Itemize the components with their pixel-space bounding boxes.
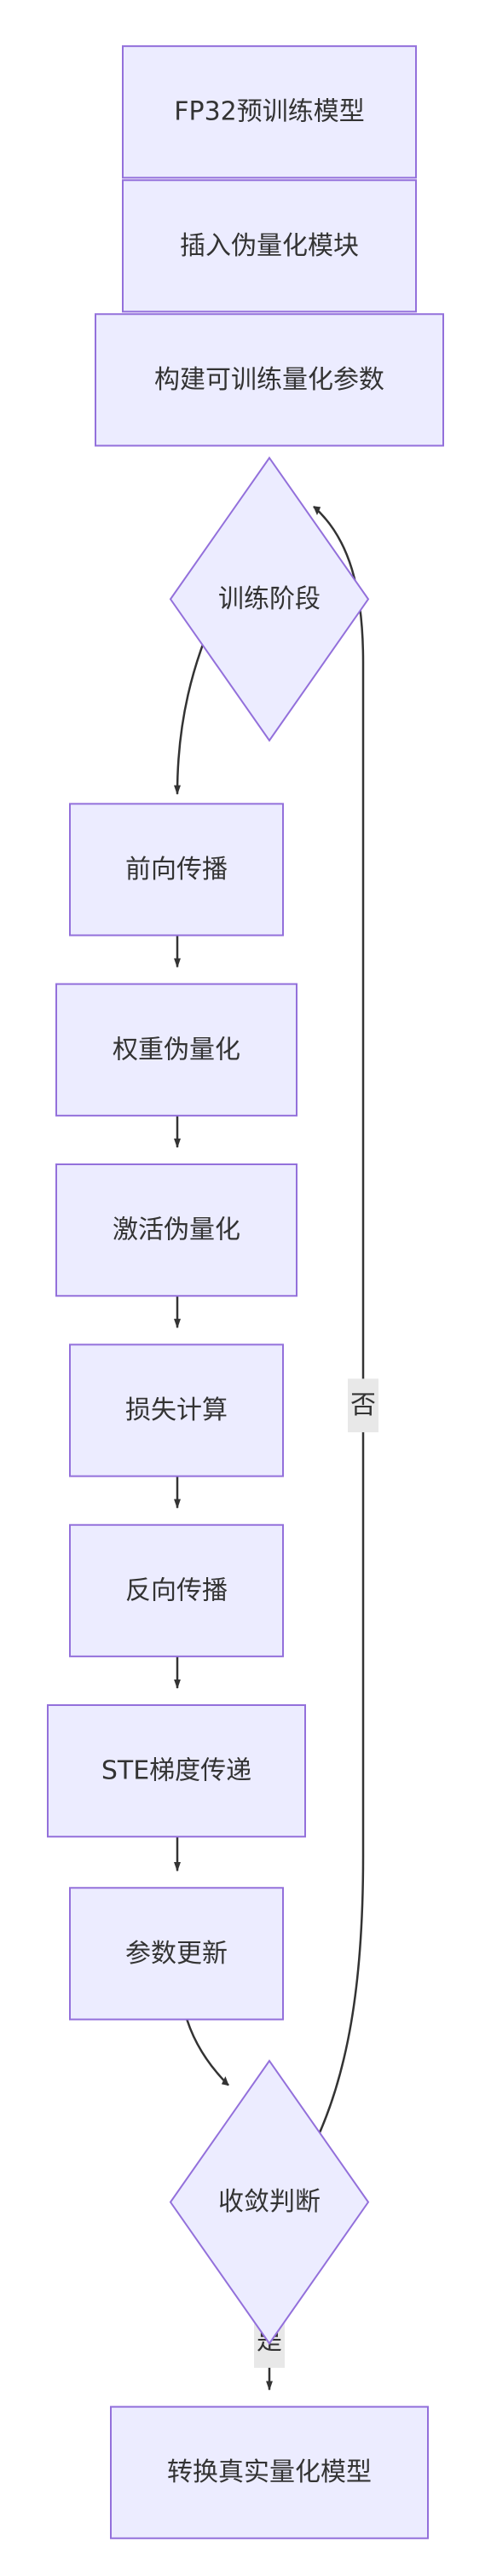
- node-insert-quant-label: 插入伪量化模块: [180, 231, 359, 261]
- node-convert: 转换真实量化模型: [111, 2407, 428, 2538]
- node-weight-fq-label: 权重伪量化: [113, 1035, 240, 1065]
- node-forward-label: 前向传播: [125, 855, 228, 885]
- node-backward-label: 反向传播: [125, 1575, 228, 1605]
- node-converge-label: 收敛判断: [218, 2187, 321, 2217]
- node-converge: 收敛判断: [170, 2061, 368, 2343]
- node-ste-label: STE梯度传递: [101, 1756, 251, 1786]
- diagram-scaled-layer: 否 是 FP32预训练模型 插入伪量化模块 构建可训练量化参数 训练阶段 前向传…: [48, 46, 443, 2538]
- node-update: 参数更新: [70, 1888, 283, 2019]
- edge-label-no: 否: [348, 1378, 378, 1433]
- node-training-stage-label: 训练阶段: [218, 584, 321, 614]
- node-activation-fq-label: 激活伪量化: [113, 1215, 240, 1245]
- node-ste: STE梯度传递: [48, 1705, 305, 1836]
- node-fp32-model: FP32预训练模型: [123, 46, 416, 177]
- node-build-params-label: 构建可训练量化参数: [154, 365, 384, 395]
- node-forward: 前向传播: [70, 804, 283, 935]
- node-insert-quant: 插入伪量化模块: [123, 180, 416, 311]
- edge-converge-back-to-training: [309, 507, 363, 2156]
- node-fp32-model-label: FP32预训练模型: [174, 97, 364, 127]
- node-loss-label: 损失计算: [125, 1395, 228, 1425]
- node-backward: 反向传播: [70, 1525, 283, 1656]
- node-activation-fq: 激活伪量化: [56, 1164, 297, 1296]
- node-build-params: 构建可训练量化参数: [95, 314, 443, 445]
- node-weight-fq: 权重伪量化: [56, 984, 297, 1116]
- node-loss: 损失计算: [70, 1344, 283, 1476]
- node-training-stage: 训练阶段: [170, 458, 368, 740]
- edge-label-no-text: 否: [350, 1390, 376, 1420]
- node-convert-label: 转换真实量化模型: [167, 2457, 372, 2487]
- node-update-label: 参数更新: [125, 1939, 228, 1969]
